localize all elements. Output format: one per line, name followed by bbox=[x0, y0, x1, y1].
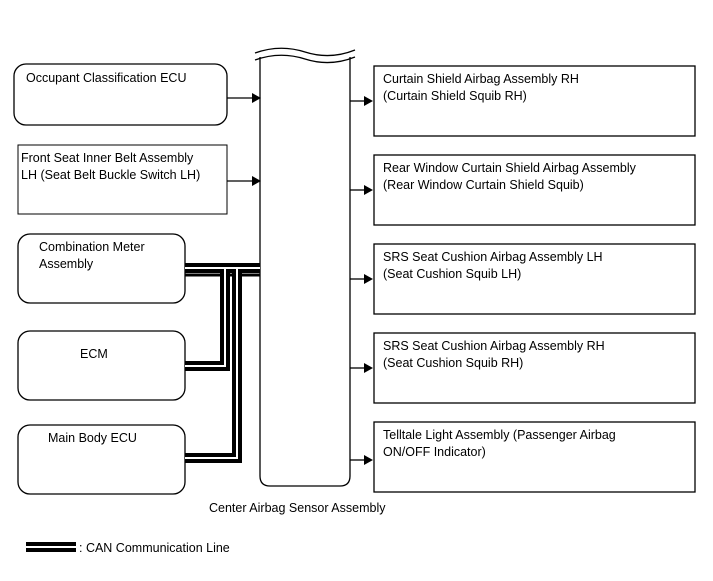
main-body-ecu-node: Main Body ECU bbox=[17, 424, 186, 495]
break-mark-upper bbox=[254, 47, 356, 57]
curtain-shield-rh-label-line2: (Curtain Shield Squib RH) bbox=[383, 89, 527, 103]
can-bus-lines bbox=[185, 263, 260, 463]
seat-cushion-rh-label-line1: SRS Seat Cushion Airbag Assembly RH bbox=[383, 339, 605, 353]
occupant-classification-ecu-node: Occupant Classification ECU bbox=[13, 63, 228, 126]
arrow-center-to-seat-cushion-rh bbox=[350, 363, 373, 373]
center-airbag-sensor-label: Center Airbag Sensor Assembly bbox=[209, 501, 386, 515]
srs-seat-cushion-airbag-lh-node: SRS Seat Cushion Airbag Assembly LH (Sea… bbox=[373, 243, 696, 315]
combination-meter-label-line2: Assembly bbox=[39, 257, 94, 271]
front-seat-inner-belt-label-line1: Front Seat Inner Belt Assembly bbox=[21, 151, 194, 165]
front-seat-inner-belt-assembly-node: Front Seat Inner Belt Assembly LH (Seat … bbox=[17, 144, 228, 215]
combination-meter-label-line1: Combination Meter bbox=[39, 240, 145, 254]
arrow-occupant-to-center bbox=[227, 93, 261, 103]
ecm-node: ECM bbox=[17, 330, 186, 401]
occupant-classification-ecu-label: Occupant Classification ECU bbox=[26, 71, 186, 85]
front-seat-inner-belt-label-line2: LH (Seat Belt Buckle Switch LH) bbox=[21, 168, 200, 182]
arrow-center-to-curtain-rh bbox=[350, 96, 373, 106]
seat-cushion-lh-label-line1: SRS Seat Cushion Airbag Assembly LH bbox=[383, 250, 603, 264]
rear-window-curtain-label-line1: Rear Window Curtain Shield Airbag Assemb… bbox=[383, 161, 637, 175]
break-mark-lower bbox=[254, 54, 356, 64]
telltale-light-label-line2: ON/OFF Indicator) bbox=[383, 445, 486, 459]
ecm-label: ECM bbox=[80, 347, 108, 361]
seat-cushion-rh-label-line2: (Seat Cushion Squib RH) bbox=[383, 356, 523, 370]
legend-can-label: : CAN Communication Line bbox=[79, 541, 230, 555]
srs-seat-cushion-airbag-rh-node: SRS Seat Cushion Airbag Assembly RH (Sea… bbox=[373, 332, 696, 404]
arrow-center-to-rear-window bbox=[350, 185, 373, 195]
combination-meter-assembly-node: Combination Meter Assembly bbox=[17, 233, 186, 304]
rear-window-curtain-shield-airbag-node: Rear Window Curtain Shield Airbag Assemb… bbox=[373, 154, 696, 226]
rear-window-curtain-label-line2: (Rear Window Curtain Shield Squib) bbox=[383, 178, 584, 192]
telltale-light-label-line1: Telltale Light Assembly (Passenger Airba… bbox=[383, 428, 616, 442]
curtain-shield-airbag-rh-node: Curtain Shield Airbag Assembly RH (Curta… bbox=[373, 65, 696, 137]
arrow-belt-to-center bbox=[227, 176, 261, 186]
main-body-ecu-label: Main Body ECU bbox=[48, 431, 137, 445]
arrow-center-to-telltale bbox=[350, 455, 373, 465]
curtain-shield-rh-label-line1: Curtain Shield Airbag Assembly RH bbox=[383, 72, 579, 86]
arrow-center-to-seat-cushion-lh bbox=[350, 274, 373, 284]
seat-cushion-lh-label-line2: (Seat Cushion Squib LH) bbox=[383, 267, 521, 281]
legend: : CAN Communication Line bbox=[26, 541, 230, 555]
telltale-light-assembly-node: Telltale Light Assembly (Passenger Airba… bbox=[373, 421, 696, 493]
center-airbag-sensor-assembly bbox=[254, 47, 356, 487]
